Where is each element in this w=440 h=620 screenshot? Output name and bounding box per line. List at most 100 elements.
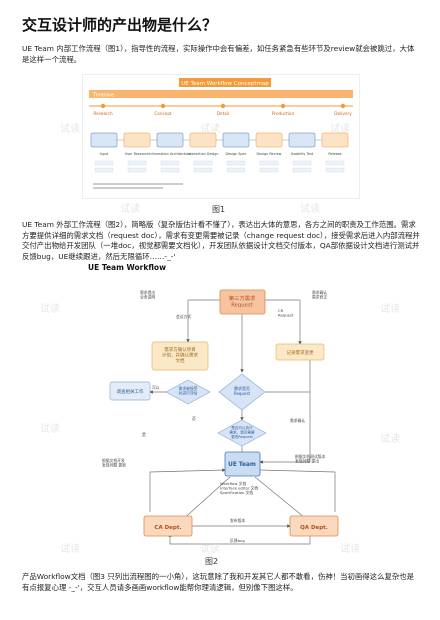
decision-accept-label: 需求被接受并进行评估 — [179, 386, 198, 396]
flow-connectors — [149, 299, 336, 545]
workflow-node — [123, 132, 151, 148]
workflow-subnode — [127, 160, 147, 166]
figure-2-title: UE Team Workflow — [88, 263, 167, 272]
workflow-node-label: Input — [100, 152, 109, 156]
watermark-text: 试读 — [330, 124, 350, 135]
workflow-node-label: Design Spec — [225, 152, 246, 156]
workflow-node-label: Usability Test — [291, 152, 314, 156]
figure-1-svg: UE Team Workflow Conceptmap Timeline Res… — [89, 78, 353, 189]
workflow-node-label: Design Review — [257, 152, 282, 156]
page-title: 交互设计师的产出物是什么？ — [22, 16, 218, 34]
request-node — [219, 289, 266, 315]
workflow-node — [288, 132, 316, 148]
workflow-subnode — [94, 167, 114, 173]
stage-label: Research — [93, 111, 113, 116]
stage-label: Production — [272, 111, 295, 116]
watermark-text: 试读 — [60, 124, 80, 135]
workflow-node-label: User Research — [125, 152, 149, 156]
confirm-node — [151, 341, 209, 371]
decision-request — [218, 373, 266, 411]
workflow-subnode — [160, 167, 180, 173]
watermark-text: 试读 — [380, 434, 400, 445]
label-yes: 是 — [142, 432, 146, 437]
stage-dot — [100, 103, 106, 109]
figure-1-caption: 图1 — [212, 205, 226, 214]
qa-dept-label: QA Dept. — [300, 525, 328, 531]
workflow-node — [189, 132, 217, 148]
label-confirm-2: 需求确认 — [290, 418, 305, 423]
stage-dot — [220, 103, 226, 109]
workflow-node-label: Interaction Design — [187, 152, 218, 156]
watermark-text: 试读 — [200, 544, 220, 555]
workflow-node — [156, 132, 184, 148]
qa-dept-node — [289, 515, 339, 537]
ca-dept-node — [143, 515, 193, 537]
workflow-subnode — [160, 160, 180, 166]
intro-paragraph: UE Team 内部工作流程（图1），指导性的流程，实际操作中会有偏差，如任务紧… — [22, 44, 415, 64]
workflow-node — [255, 132, 283, 148]
label-confirm: 需求确认需求修正 — [312, 290, 327, 300]
timeline-label: Timeline — [92, 93, 114, 99]
external-workflow-paragraph: UE Team 外部工作流程（图2），简略版（复杂版估计看不懂了），表达出大体的… — [22, 220, 420, 261]
label-can: 可以 — [152, 385, 160, 390]
ue-team-label: UE Team — [228, 462, 256, 468]
figure-2-caption: 图2 — [205, 557, 219, 566]
workflow-node — [90, 132, 118, 148]
workflow-node-label: Release — [328, 152, 341, 156]
stage-label: Concept — [154, 111, 172, 116]
stage-dot — [280, 103, 286, 109]
research-node — [109, 381, 151, 401]
workflow-subnode — [325, 167, 345, 173]
watermark-text: 试读 — [40, 424, 60, 435]
timeline-bar — [89, 90, 353, 98]
workflow-node — [321, 132, 349, 148]
workflow-subnode — [193, 167, 213, 173]
note-line-1 — [93, 183, 183, 185]
watermark-text: 试读 — [340, 544, 360, 555]
label-bug: 反馈bug — [230, 538, 245, 543]
research-node-label: 调查相关工作 — [117, 388, 144, 395]
banner-text: UE Team Workflow Conceptmap — [181, 81, 269, 87]
watermark-text: 试读 — [380, 304, 400, 315]
stage-label: Detail — [217, 111, 229, 116]
decision-execute-label: 是否可以执行需求，是否需要更改Request — [229, 425, 255, 439]
watermark-text: 试读 — [200, 124, 220, 135]
stage-label: Delivery — [334, 111, 352, 116]
ca-dept-label: CA Dept. — [154, 525, 181, 531]
watermark-text: 试读 — [60, 544, 80, 555]
workflow-subnode — [325, 160, 345, 166]
ue-team-node — [224, 451, 261, 477]
watermark-text: 试读 — [120, 204, 140, 215]
watermark-text: 试读 — [40, 304, 60, 315]
workflow-doc-paragraph: 产品Workflow文档（图3 只列出流程图的一小角），这玩意除了我和开发其它人… — [22, 572, 415, 592]
change-request-node — [275, 343, 325, 361]
workflow-node — [222, 132, 250, 148]
label-meeting: 会议方式 — [176, 314, 191, 319]
banner-bar — [179, 78, 271, 87]
workflow-subnode — [127, 167, 147, 173]
stage-dot — [340, 103, 346, 109]
workflow-subnode — [292, 167, 312, 173]
confirm-node-label: 需求方确认项目计划，并确认需求文档 — [162, 346, 198, 364]
stage-markers: Research Concept Detail Production Delivery — [93, 103, 352, 116]
label-request-source: 需求提出业务说明 — [140, 290, 155, 300]
label-no: 否 — [192, 416, 196, 421]
workflow-subnode — [94, 160, 114, 166]
decision-accept — [165, 379, 211, 405]
workflow-subnode — [259, 167, 279, 173]
workflow-subnode — [226, 167, 246, 173]
note-line-2 — [93, 187, 163, 189]
stage-dot — [160, 103, 166, 109]
decision-execute — [217, 419, 267, 447]
workflow-node-label: Information Architecture — [149, 152, 190, 156]
watermark-text: 试读 — [300, 204, 320, 215]
label-dev: 根据文档开发发现问题 更新 — [102, 458, 126, 468]
